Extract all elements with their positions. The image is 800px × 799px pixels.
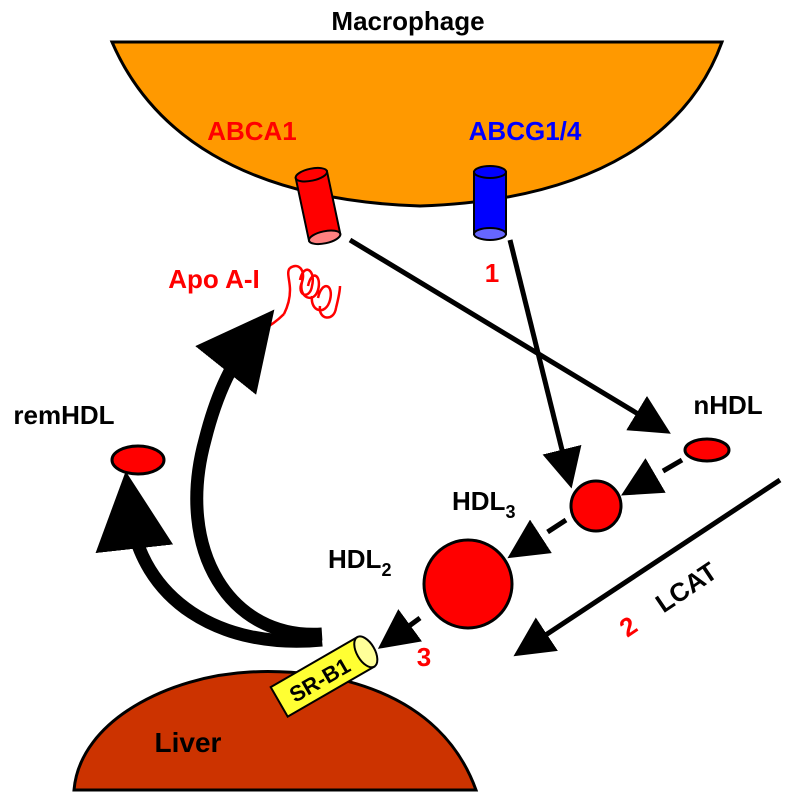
abca1-transporter xyxy=(294,166,342,246)
liver-to-apo-arrow xyxy=(190,309,323,641)
lcat-label-group: 2 LCAT xyxy=(614,556,723,643)
abcg-to-hdl3-arrow xyxy=(507,239,582,489)
abcg-transporter xyxy=(473,165,507,241)
macrophage-label: Macrophage xyxy=(331,6,484,36)
apo-a1-helix xyxy=(261,264,342,332)
hdl2-particle xyxy=(422,538,514,630)
liver-to-remhdl-arrow xyxy=(95,471,323,648)
step-3-label: 3 xyxy=(417,642,431,672)
liver-label: Liver xyxy=(155,727,222,758)
remhdl-label: remHDL xyxy=(13,400,114,430)
hdl2-to-srb1-arrow xyxy=(377,609,422,649)
macrophage-cell xyxy=(109,40,725,208)
hdl2-label-main: HDL xyxy=(328,544,382,574)
remhdl-particle xyxy=(110,444,166,476)
hdl3-particle xyxy=(569,479,623,533)
abca1-label: ABCA1 xyxy=(207,116,297,146)
apo-a1-label: Apo A-I xyxy=(168,264,259,294)
hdl3-label-subscript: 3 xyxy=(505,502,515,522)
hdl2-label: HDL2 xyxy=(328,544,391,580)
step-2-label: 2 xyxy=(614,610,643,643)
abca1-to-nhdl-arrow xyxy=(348,237,671,434)
hdl3-label: HDL3 xyxy=(452,486,515,522)
hdl3-to-hdl2-arrow xyxy=(507,517,568,559)
nhdl-label: nHDL xyxy=(693,390,762,420)
nhdl-to-hdl3-arrow xyxy=(621,457,684,496)
step-1-label: 1 xyxy=(485,258,499,288)
abcg-label: ABCG1/4 xyxy=(469,116,582,146)
nhdl-particle xyxy=(683,437,731,463)
lcat-label: LCAT xyxy=(650,556,723,619)
hdl2-label-subscript: 2 xyxy=(381,560,391,580)
lcat-arrow xyxy=(513,477,782,657)
hdl3-label-main: HDL xyxy=(452,486,506,516)
liver-shape xyxy=(72,670,479,792)
